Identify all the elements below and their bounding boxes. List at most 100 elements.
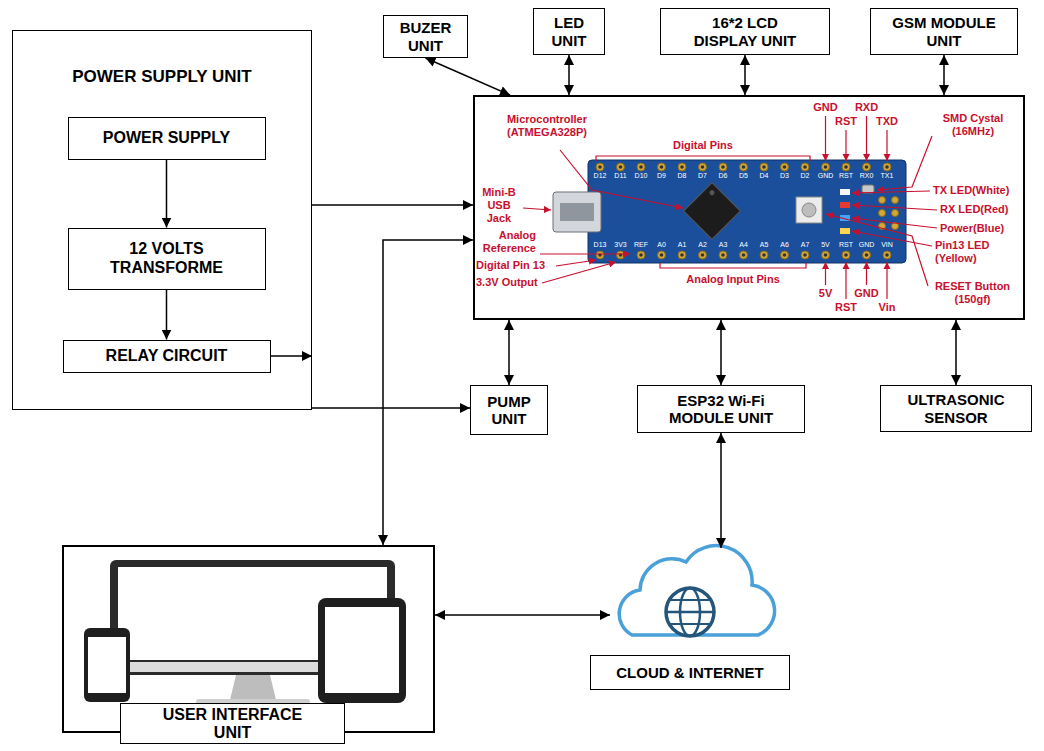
annotation-leaders [852, 191, 930, 193]
connector-arrow [312, 204, 473, 206]
pin-label: 3V3 [614, 241, 626, 249]
pin-label: D8 [678, 172, 687, 180]
annotation-leaders [523, 208, 551, 210]
header-pins [865, 253, 869, 257]
connector-arrow [720, 433, 722, 548]
header-pins [721, 165, 725, 169]
header-pins [801, 163, 809, 171]
header-pins [883, 163, 891, 171]
annotation-leaders [825, 116, 826, 161]
arduino-nano-board [840, 202, 850, 208]
unit-box: PUMP UNIT [470, 385, 548, 435]
cloud-icon [670, 623, 710, 625]
annotation-label: Analog Input Pins [686, 273, 780, 286]
pin-label: D7 [698, 172, 707, 180]
unit-box: ESP32 Wi-Fi MODULE UNIT [637, 385, 805, 433]
header-pins [803, 165, 807, 169]
header-pins [660, 165, 664, 169]
header-pins [762, 165, 766, 169]
arduino-nano-board [892, 197, 899, 204]
header-pins [781, 251, 789, 259]
header-pins [863, 251, 871, 259]
header-pins [639, 253, 643, 257]
unit-box: GSM MODULE UNIT [870, 8, 1018, 55]
unit-box: LED UNIT [533, 8, 605, 55]
panel-heading: POWER SUPPLY UNIT [13, 67, 311, 87]
annotation-label: 3.3V Output [476, 276, 538, 289]
annotation-leaders [866, 262, 867, 285]
header-pins [678, 251, 686, 259]
header-pins [637, 163, 645, 171]
pin-label: A5 [760, 241, 769, 249]
annotation-label: TXD [876, 115, 898, 128]
header-pins [801, 251, 809, 259]
header-pins [680, 165, 684, 169]
pin-label: 5V [821, 241, 830, 249]
box-label: POWER SUPPLY [103, 129, 230, 147]
annotation-leaders [523, 116, 937, 299]
header-pins [781, 163, 789, 171]
annotation-leaders [596, 156, 810, 161]
user-interface-frame: USER INTERFACE UNIT [62, 545, 435, 733]
box-label: 16*2 LCD DISPLAY UNIT [686, 14, 804, 49]
devices-illustration [84, 628, 130, 702]
header-pins [721, 253, 725, 257]
box-label: BUZER UNIT [388, 19, 463, 54]
header-pins [740, 251, 748, 259]
annotation-label: RXD [855, 101, 878, 114]
header-pins [699, 163, 707, 171]
annotation-leaders [826, 214, 928, 286]
header-pins [678, 163, 686, 171]
arduino-nano-board [560, 203, 594, 221]
header-pins [617, 163, 625, 171]
annotation-label: Pin13 LED (Yellow) [935, 239, 1015, 265]
pin-label: RX0 [860, 172, 874, 180]
header-pins [637, 251, 645, 259]
header-pins [596, 251, 604, 259]
unit-box: 16*2 LCD DISPLAY UNIT [660, 8, 830, 55]
header-pins [658, 251, 666, 259]
cloud-icon [666, 611, 714, 614]
header-pins [658, 163, 666, 171]
header-pins [863, 163, 871, 171]
process-box: RELAY CIRCUIT [63, 340, 271, 373]
pin-label: TX1 [881, 172, 894, 180]
header-pins [822, 251, 830, 259]
header-pins [844, 165, 848, 169]
arduino-nano-board [862, 185, 874, 193]
devices-illustration [84, 560, 406, 706]
header-pins [863, 251, 871, 259]
pin-label: A4 [739, 241, 748, 249]
header-pins [885, 253, 889, 257]
annotation-label: Analog Reference [474, 229, 536, 255]
devices-illustration [230, 675, 276, 700]
pin-label: A1 [678, 241, 687, 249]
annotation-label: Microcontroller (ATMEGA328P) [495, 113, 599, 139]
header-pins [842, 163, 850, 171]
header-pins [596, 163, 891, 259]
header-pins [822, 163, 830, 171]
annotation-leaders [845, 130, 846, 161]
annotation-leaders [660, 263, 806, 268]
cloud-icon [619, 546, 774, 635]
header-pins [719, 163, 727, 171]
box-label: 12 VOLTS TRANSFORME [89, 240, 245, 277]
header-pins [719, 163, 727, 171]
annotation-leaders [886, 130, 887, 161]
header-pins [801, 163, 809, 171]
connector-arrow [943, 55, 945, 95]
header-pins [699, 251, 707, 259]
annotation-label: GND [813, 101, 837, 114]
devices-illustration [318, 598, 406, 703]
annotation-label: 5V [819, 287, 832, 300]
header-pins [701, 253, 705, 257]
header-pins [619, 165, 623, 169]
annotation-leaders [540, 253, 630, 254]
header-pins [883, 251, 891, 259]
process-box: POWER SUPPLY [68, 117, 266, 160]
cloud-icon [619, 546, 774, 636]
header-pins [760, 251, 768, 259]
header-pins [596, 251, 604, 259]
